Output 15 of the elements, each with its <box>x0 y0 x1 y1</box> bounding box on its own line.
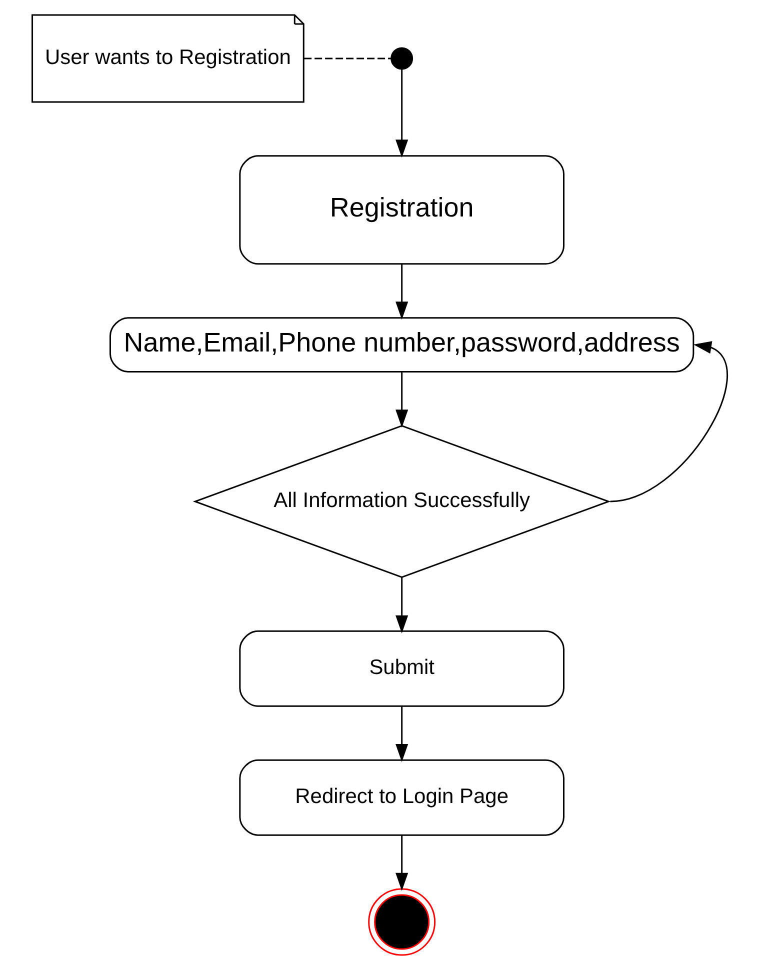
arrow <box>396 68 408 158</box>
node-box: Registration <box>239 154 564 264</box>
arrow <box>396 706 408 762</box>
arrow <box>396 263 408 320</box>
node-diamond: All Information Successfully <box>192 424 611 578</box>
arrow <box>610 340 728 502</box>
node-circle <box>390 46 414 70</box>
node-box: Redirect to Login Page <box>239 758 564 836</box>
arrow <box>396 835 408 890</box>
connector <box>304 57 392 59</box>
node-box: Name,Email,Phone number,password,address <box>109 316 694 372</box>
arrow <box>396 372 408 428</box>
node-box: Submit <box>239 630 564 706</box>
arrow <box>396 576 408 633</box>
node-circle <box>368 888 436 956</box>
